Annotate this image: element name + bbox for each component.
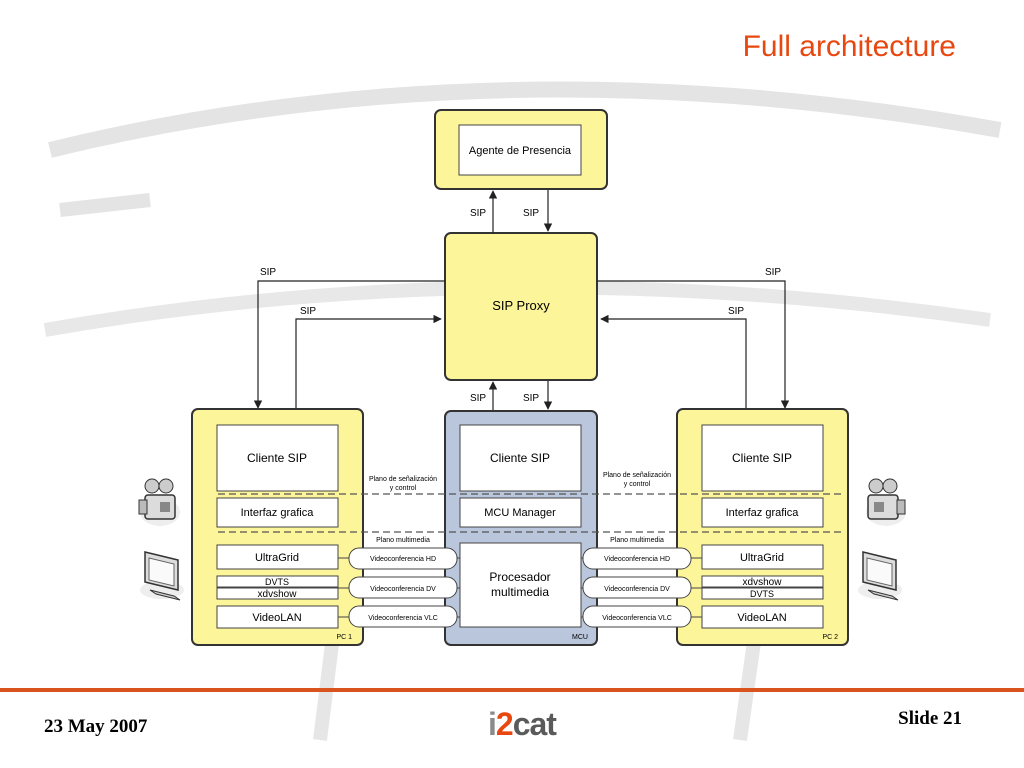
svg-text:Videoconferencia VLC: Videoconferencia VLC — [602, 615, 672, 622]
mcu-box: Cliente SIP MCU Manager Procesador multi… — [444, 410, 598, 646]
mcu-processor-line1: Procesador — [489, 570, 550, 584]
link-vlc-left: Videoconferencia VLC — [338, 605, 460, 628]
sip-proxy-box: SIP Proxy — [444, 232, 598, 381]
mcu-manager-label: MCU Manager — [484, 507, 556, 519]
multimedia-plane-label-right: Plano multimedia — [610, 537, 664, 544]
pc1-client-label: Cliente SIP — [247, 451, 307, 465]
mcu-processor-line2: multimedia — [491, 585, 549, 599]
link-vlc-right: Videoconferencia VLC — [581, 605, 702, 628]
monitor-icon-left — [140, 551, 184, 601]
camcorder-icon-right — [866, 478, 906, 526]
pc2-app-xdvshow: xdvshow — [743, 577, 783, 588]
pc1-app-xdvshow: xdvshow — [258, 589, 298, 600]
logo-part-2: 2 — [495, 706, 514, 742]
pc2-app-videolan: VideoLAN — [737, 612, 786, 624]
i2cat-logo: i2cat — [488, 706, 557, 743]
link-hd-left: Videoconferencia HD — [338, 547, 460, 570]
pc2-gui-label: Interfaz grafica — [726, 507, 800, 519]
arrow-pc1-to-proxy — [295, 314, 442, 409]
sip-label-outer-right: SIP — [765, 267, 781, 278]
presence-agent-label: Agente de Presencia — [469, 145, 572, 157]
slide-number: Slide 21 — [898, 708, 962, 729]
sip-label-inner-right: SIP — [728, 306, 744, 317]
pc1-app-videolan: VideoLAN — [252, 612, 301, 624]
footer-divider — [0, 688, 1024, 692]
link-hd-right: Videoconferencia HD — [581, 547, 702, 570]
pc2-client-label: Cliente SIP — [732, 451, 792, 465]
camcorder-icon-left — [138, 478, 180, 526]
pc2-app-dvts: DVTS — [750, 589, 774, 599]
logo-part-3: cat — [512, 706, 557, 742]
svg-text:Videoconferencia HD: Videoconferencia HD — [604, 556, 670, 563]
signaling-plane-label-right-1: Plano de señalización — [603, 472, 671, 479]
svg-text:Videoconferencia VLC: Videoconferencia VLC — [368, 615, 438, 622]
link-dv-right: Videoconferencia DV — [581, 576, 702, 599]
sip-proxy-label: SIP Proxy — [492, 298, 550, 313]
footer-date: 23 May 2007 — [44, 716, 148, 737]
arrow-pc2-to-proxy — [600, 314, 747, 409]
mcu-client-label: Cliente SIP — [490, 451, 550, 465]
pc1-gui-label: Interfaz grafica — [241, 507, 315, 519]
svg-text:Videoconferencia DV: Videoconferencia DV — [604, 586, 670, 593]
presence-agent-box: Agente de Presencia — [434, 109, 608, 190]
sip-label-mcu-right: SIP — [523, 393, 539, 404]
pc1-app-dvts: DVTS — [265, 577, 289, 587]
svg-text:Videoconferencia HD: Videoconferencia HD — [370, 556, 436, 563]
multimedia-plane-label-left: Plano multimedia — [376, 537, 430, 544]
monitor-icon-right — [858, 551, 902, 601]
arrow-proxy-to-pc2 — [597, 280, 790, 409]
pc2-app-ultragrid: UltraGrid — [740, 552, 784, 564]
sip-label-outer-left: SIP — [260, 267, 276, 278]
logo-part-1: i — [488, 706, 497, 742]
sip-label-top-right: SIP — [523, 208, 539, 219]
pc1-app-ultragrid: UltraGrid — [255, 552, 299, 564]
link-dv-left: Videoconferencia DV — [338, 576, 460, 599]
pc2-footer: PC 2 — [822, 634, 838, 641]
pc1-box: Cliente SIP Interfaz grafica UltraGrid D… — [191, 408, 364, 646]
slide-title: Full architecture — [742, 30, 956, 63]
pc2-box: Cliente SIP Interfaz grafica UltraGrid x… — [676, 408, 849, 646]
arrow-proxy-to-pc1 — [253, 280, 445, 409]
signaling-plane-label-left-2: y control — [390, 485, 417, 492]
pc1-footer: PC 1 — [336, 634, 352, 641]
svg-text:Videoconferencia DV: Videoconferencia DV — [370, 586, 436, 593]
sip-label-mcu-left: SIP — [470, 393, 486, 404]
signaling-plane-label-right-2: y control — [624, 481, 651, 488]
sip-label-top-left: SIP — [470, 208, 486, 219]
mcu-footer: MCU — [572, 634, 588, 641]
signaling-plane-label-left-1: Plano de señalización — [369, 476, 437, 483]
sip-label-inner-left: SIP — [300, 306, 316, 317]
